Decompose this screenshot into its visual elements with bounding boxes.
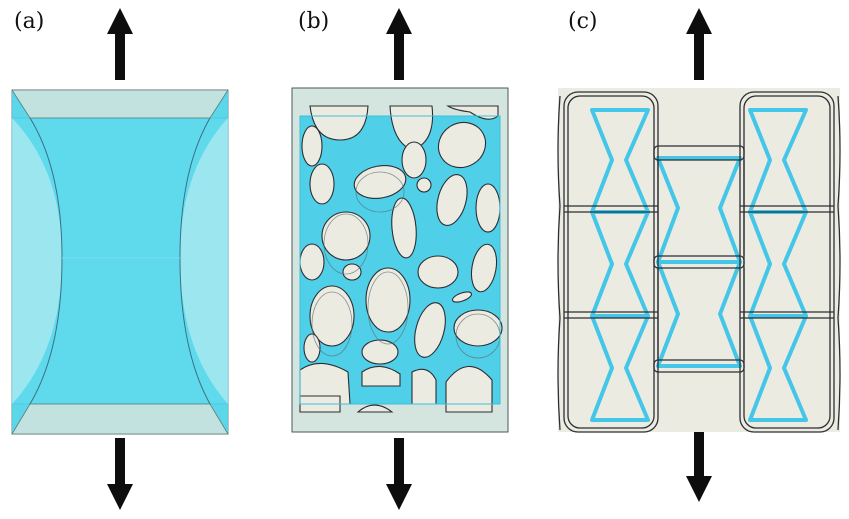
panel-b: (b) [291, 8, 509, 510]
pore [361, 365, 401, 387]
auxetic-cell [748, 314, 808, 422]
wavy-edge-left [557, 95, 561, 431]
pore [299, 243, 325, 281]
deformed-strut-right [739, 91, 835, 433]
arrow-up-icon [386, 8, 412, 80]
pore [451, 291, 473, 303]
pore-shadow [323, 213, 369, 275]
pore [414, 302, 446, 358]
wavy-edge-right [837, 95, 841, 431]
deformed-cell-outline-group [557, 91, 841, 433]
panel-a: (a) [11, 8, 229, 510]
pore [437, 121, 487, 169]
pore-shadow [311, 291, 353, 357]
pore [436, 174, 468, 226]
pore-shadow [367, 271, 409, 345]
deformed-strut-left [563, 91, 659, 433]
middle-rung [653, 359, 745, 373]
pore [353, 165, 407, 199]
pore [401, 141, 427, 179]
arrow-up-icon [107, 8, 133, 80]
panel-c-label: (c) [568, 9, 598, 34]
pore [321, 211, 371, 261]
pore-group [299, 105, 503, 413]
panel-a-label: (a) [14, 9, 44, 34]
pore [391, 197, 417, 259]
pore [309, 105, 369, 141]
pore [309, 285, 355, 347]
pore [361, 339, 399, 365]
pore [475, 183, 501, 233]
pore [365, 267, 411, 333]
specimen-original-outline [11, 117, 229, 405]
auxetic-cell [590, 314, 650, 422]
specimen-bottom-cap [11, 403, 229, 435]
middle-rung [653, 145, 745, 161]
pore-shadow [355, 171, 405, 213]
panel-c: (c) [557, 8, 841, 502]
pore [301, 125, 323, 167]
pore [342, 263, 362, 281]
arrow-down-icon [107, 438, 133, 510]
pore [303, 333, 321, 363]
pore [470, 243, 498, 293]
pore [445, 366, 493, 413]
porous-original-outline [299, 115, 501, 405]
pore [416, 177, 432, 193]
specimen-top-cap [11, 89, 229, 119]
arrow-down-icon [386, 438, 412, 510]
panel-b-label: (b) [298, 9, 329, 34]
arrow-down-icon [686, 430, 712, 502]
pore [299, 362, 351, 405]
pore [417, 255, 459, 289]
pore [453, 309, 503, 347]
pore [309, 163, 335, 205]
pore [356, 404, 394, 413]
middle-rails [657, 160, 745, 360]
pore [411, 368, 437, 405]
arrow-up-icon [686, 8, 712, 80]
middle-rung [653, 255, 745, 269]
